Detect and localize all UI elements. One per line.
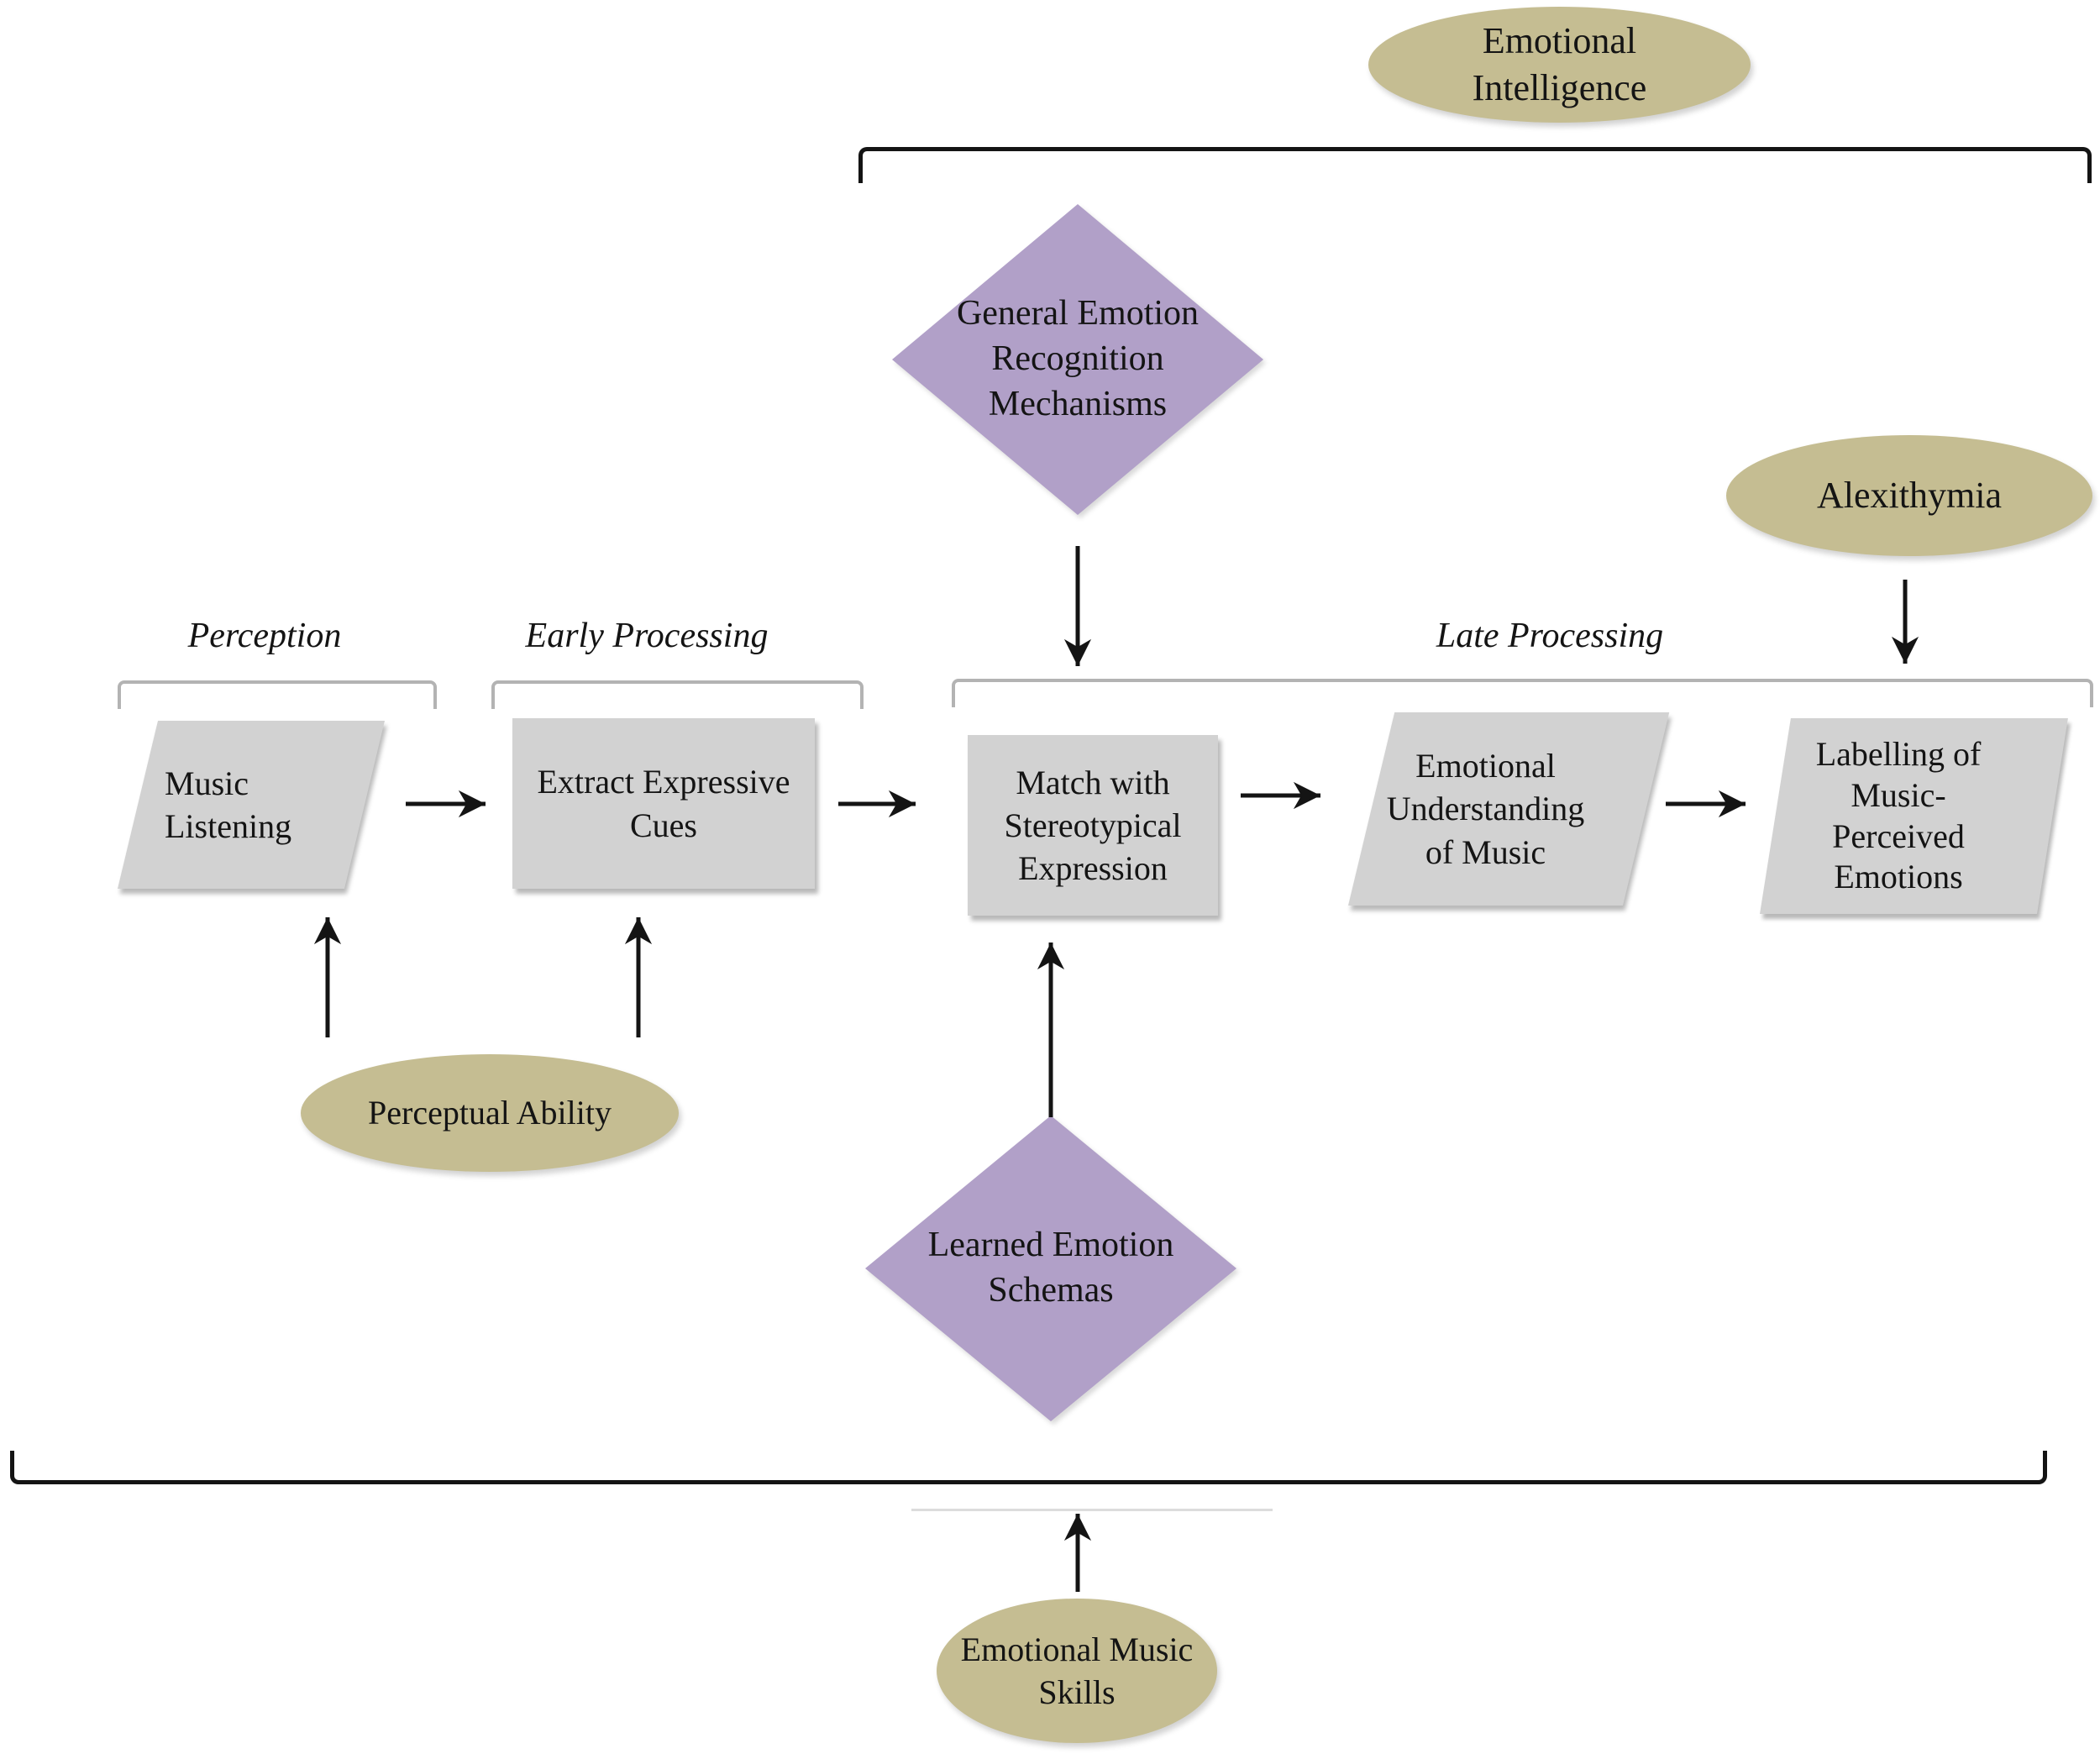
process-extract-expressive-cues: Extract Expressive Cues bbox=[512, 718, 815, 889]
process-emotional-understanding: Emotional Understanding of Music bbox=[1348, 712, 1670, 906]
stage-label-late-processing: Late Processing bbox=[1436, 617, 1664, 655]
diamond-general-emotion-recognition-label: General Emotion Recognition Mechanisms bbox=[956, 294, 1200, 423]
process-emotional-understanding-inner: Emotional Understanding of Music bbox=[1348, 712, 1623, 906]
oval-perceptual-ability-label: Perceptual Ability bbox=[368, 1094, 612, 1132]
bracket-late-processing bbox=[952, 679, 2093, 707]
bracket-perception bbox=[118, 680, 437, 709]
process-extract-expressive-cues-label: Extract Expressive Cues bbox=[537, 763, 790, 844]
bracket-emotional-music-skills bbox=[10, 1451, 2047, 1484]
bracket-emotional-intelligence bbox=[858, 147, 2092, 183]
process-labelling-emotions-label: Labelling of Music- Perceived Emotions bbox=[1815, 734, 1982, 896]
oval-emotional-music-skills: Emotional Music Skills bbox=[937, 1599, 1217, 1743]
faint-divider-line bbox=[911, 1509, 1273, 1511]
stage-label-perception: Perception bbox=[187, 617, 342, 655]
oval-emotional-intelligence-label: Emotional Intelligence bbox=[1472, 19, 1647, 108]
diamond-general-emotion-recognition-shape: General Emotion Recognition Mechanisms bbox=[892, 204, 1263, 515]
process-match-stereotypical-expression-label: Match with Stereotypical Expression bbox=[1004, 763, 1182, 888]
diamond-learned-emotion-schemas: Learned Emotion Schemas bbox=[865, 1116, 1236, 1421]
oval-alexithymia: Alexithymia bbox=[1726, 435, 2092, 556]
diamond-learned-emotion-schemas-label: Learned Emotion Schemas bbox=[927, 1226, 1174, 1310]
process-labelling-emotions-inner: Labelling of Music- Perceived Emotions bbox=[1760, 718, 2037, 914]
oval-perceptual-ability: Perceptual Ability bbox=[301, 1054, 679, 1172]
stage-label-early-processing: Early Processing bbox=[525, 617, 769, 655]
process-emotional-understanding-label: Emotional Understanding of Music bbox=[1386, 747, 1585, 871]
diamond-general-emotion-recognition: General Emotion Recognition Mechanisms bbox=[892, 204, 1263, 515]
oval-alexithymia-label: Alexithymia bbox=[1817, 474, 2002, 516]
process-music-listening-inner: Music Listening bbox=[118, 721, 344, 889]
oval-emotional-music-skills-label: Emotional Music Skills bbox=[960, 1630, 1194, 1711]
process-music-listening-label: Music Listening bbox=[165, 764, 292, 845]
process-music-listening: Music Listening bbox=[118, 721, 386, 889]
process-labelling-emotions: Labelling of Music- Perceived Emotions bbox=[1760, 718, 2068, 914]
process-match-stereotypical-expression: Match with Stereotypical Expression bbox=[968, 735, 1218, 916]
diamond-learned-emotion-schemas-shape: Learned Emotion Schemas bbox=[865, 1116, 1236, 1421]
oval-emotional-intelligence: Emotional Intelligence bbox=[1368, 7, 1751, 123]
bracket-early-processing bbox=[491, 680, 864, 709]
